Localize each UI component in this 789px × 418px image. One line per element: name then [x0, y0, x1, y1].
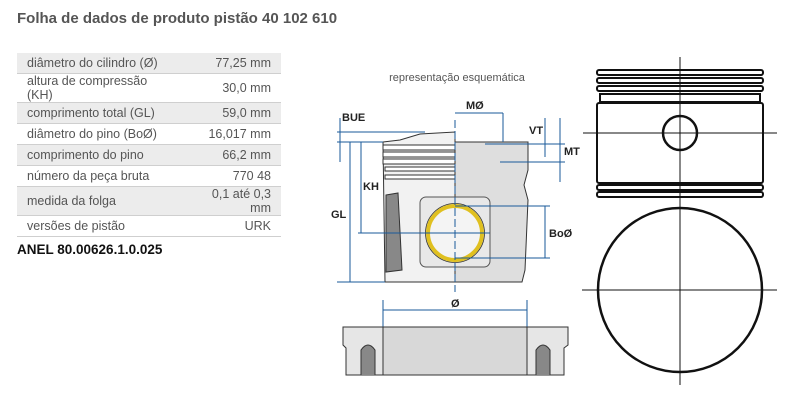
page-title: Folha de dados de produto pistão 40 102 …: [17, 10, 338, 27]
spec-value: 30,0 mm: [180, 73, 281, 103]
table-row: altura de compressão (KH)30,0 mm: [17, 73, 281, 103]
label-kh: KH: [363, 181, 379, 193]
spec-label: diâmetro do cilindro (Ø): [17, 53, 181, 74]
table-row: diâmetro do cilindro (Ø)77,25 mm: [17, 53, 281, 74]
spec-value: 0,1 até 0,3 mm: [180, 186, 281, 216]
spec-value: 770 48: [180, 165, 281, 187]
label-mt: MT: [564, 146, 580, 158]
spec-label: comprimento do pino: [17, 144, 181, 166]
spec-label: diâmetro do pino (BoØ): [17, 123, 181, 145]
spec-value: URK: [180, 215, 281, 237]
table-row: diâmetro do pino (BoØ)16,017 mm: [17, 123, 281, 145]
spec-label: medida da folga: [17, 186, 181, 216]
spec-label: altura de compressão (KH): [17, 73, 181, 103]
spec-value: 59,0 mm: [180, 102, 281, 124]
label-m: MØ: [466, 100, 484, 112]
label-diameter: Ø: [451, 298, 460, 310]
spec-label: versões de pistão: [17, 215, 181, 237]
label-bo: BoØ: [549, 228, 573, 240]
spec-value: 66,2 mm: [180, 144, 281, 166]
label-vt: VT: [529, 125, 543, 137]
label-gl: GL: [331, 209, 347, 221]
ring-part-number: ANEL 80.00626.1.0.025: [17, 242, 163, 257]
schematic-caption: representação esquemática: [389, 72, 526, 84]
piston-bottom-view: [342, 326, 569, 376]
spec-value: 77,25 mm: [180, 53, 281, 74]
spec-label: número da peça bruta: [17, 165, 181, 187]
table-row: comprimento total (GL)59,0 mm: [17, 102, 281, 124]
spec-label: comprimento total (GL): [17, 102, 181, 124]
piston-outline-drawing: [582, 57, 777, 385]
spec-table: diâmetro do cilindro (Ø)77,25 mm altura …: [17, 53, 281, 237]
label-bue: BUE: [342, 112, 365, 124]
dimension-lines: [337, 112, 565, 330]
spec-value: 16,017 mm: [180, 123, 281, 145]
